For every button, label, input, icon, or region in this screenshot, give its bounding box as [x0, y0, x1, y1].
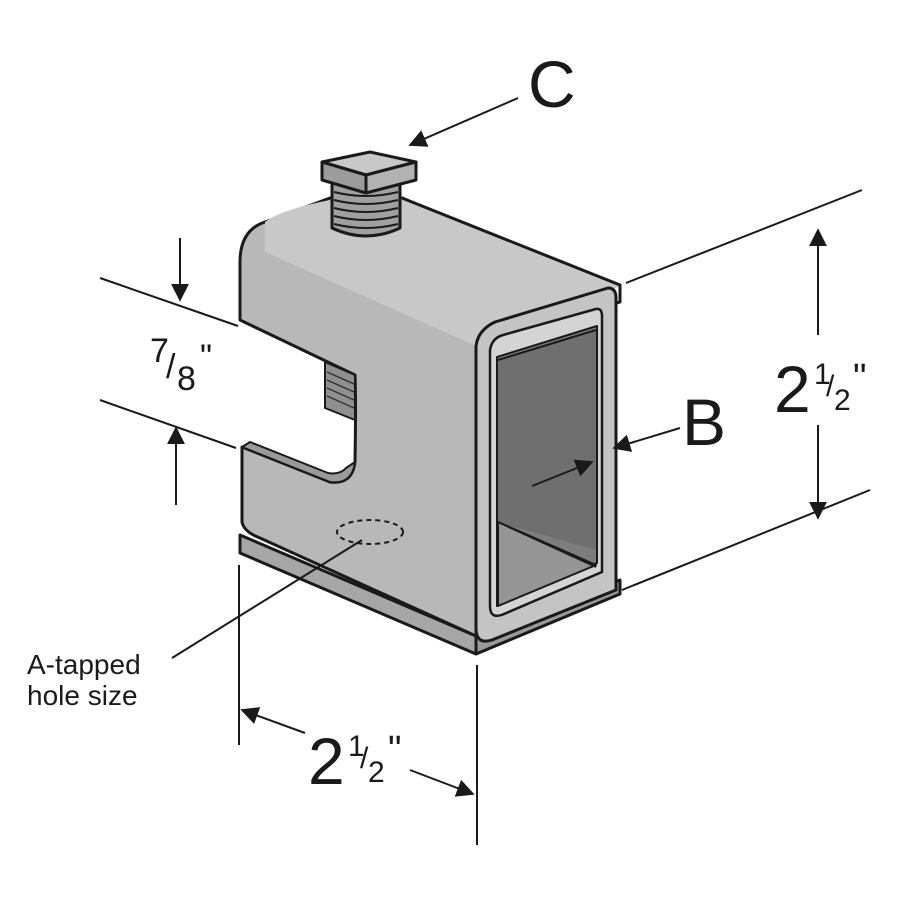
screw-threads: [333, 191, 399, 229]
b-inner-arrow: [531, 459, 594, 487]
height-whole: 2: [774, 352, 811, 426]
tapped-hole-label-line2: hole size: [27, 680, 138, 711]
gap-denominator: 8: [177, 360, 196, 398]
tapped-hole-label-line1: A-tapped: [27, 649, 141, 680]
gap-dimension-label: 7 / 8 ": [150, 332, 212, 398]
dimension-lines: [99, 97, 871, 845]
gap-numerator: 7: [150, 332, 169, 370]
width-arrow-left: [240, 707, 306, 734]
width-dimension-label: 2 1 / 2 ": [308, 724, 402, 798]
width-arrow-right: [409, 769, 475, 797]
clamp-body: [238, 196, 622, 656]
label-c: C: [528, 47, 576, 121]
b-leader: [612, 427, 681, 452]
tapped-hole-outline: [336, 519, 404, 545]
width-numerator: 1: [348, 730, 365, 763]
set-screw: [320, 150, 418, 238]
height-slash: /: [826, 370, 835, 403]
channel-inner-panel: [498, 330, 596, 550]
height-numerator: 1: [814, 358, 831, 391]
lower-jaw-lip: [241, 441, 356, 484]
label-b: B: [682, 385, 726, 459]
height-unit: ": [853, 357, 867, 399]
screw-head-right: [364, 160, 418, 195]
gap-slash: /: [166, 348, 176, 386]
width-unit: ": [388, 729, 402, 771]
height-dimension-label: 2 1 / 2 ": [774, 352, 867, 426]
height-denominator: 2: [834, 384, 851, 417]
jaw-thread-lines: [326, 371, 355, 409]
width-denominator: 2: [368, 756, 385, 789]
gap-unit: ": [200, 338, 212, 376]
c-leader: [408, 97, 519, 147]
width-whole: 2: [308, 724, 345, 798]
tapped-hole-leader: [171, 539, 363, 659]
width-slash: /: [360, 742, 369, 775]
